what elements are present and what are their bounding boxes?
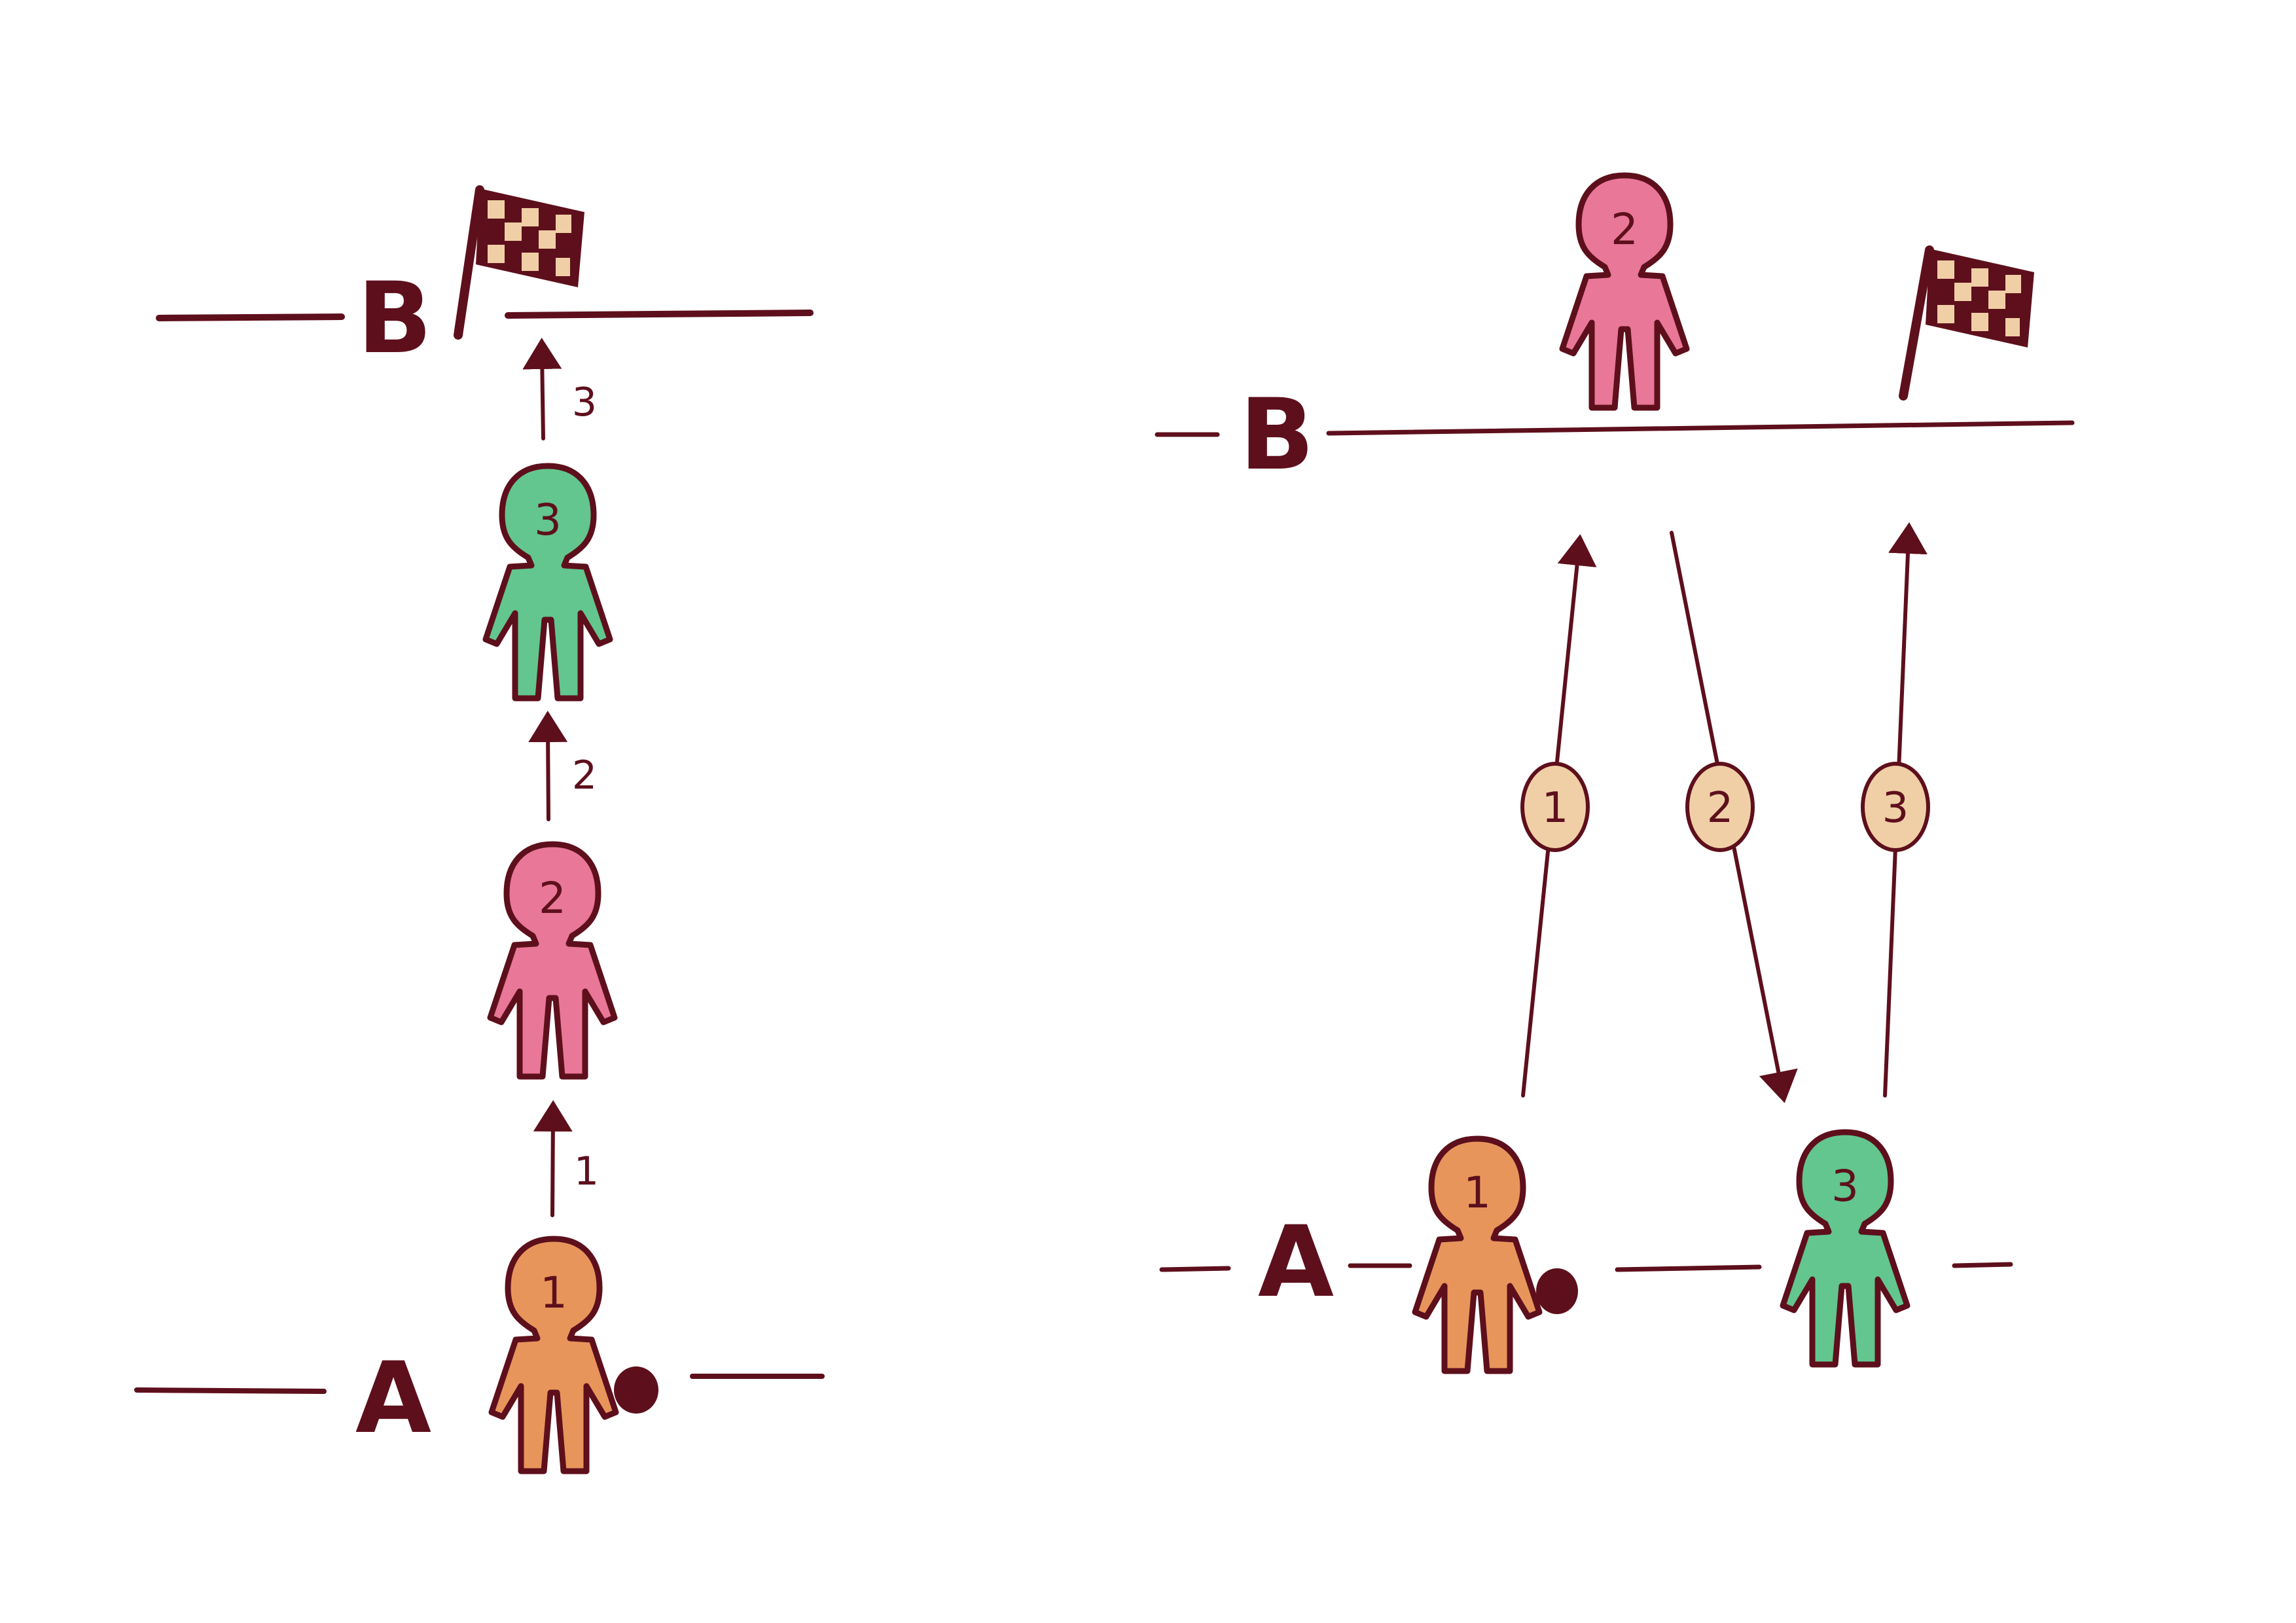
- arrow-label: 1: [574, 1149, 599, 1194]
- start-label: A: [355, 1342, 431, 1455]
- baton-ball-icon: [614, 1366, 658, 1414]
- finish-line-b: B: [1155, 378, 2075, 492]
- finish-line-b: B: [156, 262, 814, 376]
- finish-label: B: [1240, 378, 1314, 492]
- arrow-label: 2: [572, 753, 597, 798]
- step-badge: [1520, 762, 1590, 852]
- arrow-step-3: 3: [1861, 522, 1930, 1097]
- runner-number: 3: [1831, 1161, 1859, 1211]
- badge-number: 3: [1882, 784, 1909, 832]
- start-line-a: A: [1159, 1205, 2013, 1319]
- start-label: A: [1258, 1205, 1334, 1319]
- step-badge: [1861, 762, 1930, 852]
- arrow-step-3: 3: [522, 338, 597, 440]
- baton-ball-icon: [1536, 1268, 1578, 1314]
- right-panel: B 2 1 2 3: [1155, 175, 2075, 1371]
- arrow-step-1: 1: [533, 1100, 599, 1217]
- arrow-step-2: 2: [1670, 531, 1798, 1103]
- arrow-step-2: 2: [528, 711, 597, 821]
- finish-label: B: [357, 262, 432, 376]
- runner-number: 3: [534, 495, 562, 545]
- runner-number: 1: [540, 1268, 567, 1318]
- runner-3: 3: [486, 466, 610, 698]
- step-badge: [1685, 762, 1755, 852]
- runner-1: 1: [1415, 1139, 1539, 1371]
- runner-2: 2: [490, 844, 615, 1077]
- left-panel: B 3 3 2 2 1: [134, 185, 825, 1471]
- runner-2: 2: [1562, 175, 1687, 408]
- start-line-a: A: [134, 1342, 825, 1455]
- runner-1: 1: [492, 1239, 616, 1471]
- runner-number: 2: [1611, 204, 1638, 255]
- arrow-step-1: 1: [1520, 534, 1597, 1097]
- checkered-flag-icon: [1899, 245, 2034, 401]
- checkered-flag-icon: [454, 185, 584, 340]
- arrow-label: 3: [572, 380, 597, 425]
- runner-number: 2: [539, 873, 566, 923]
- badge-number: 1: [1542, 784, 1569, 832]
- runner-3: 3: [1783, 1132, 1907, 1364]
- badge-number: 2: [1707, 784, 1734, 832]
- runner-number: 1: [1463, 1168, 1491, 1218]
